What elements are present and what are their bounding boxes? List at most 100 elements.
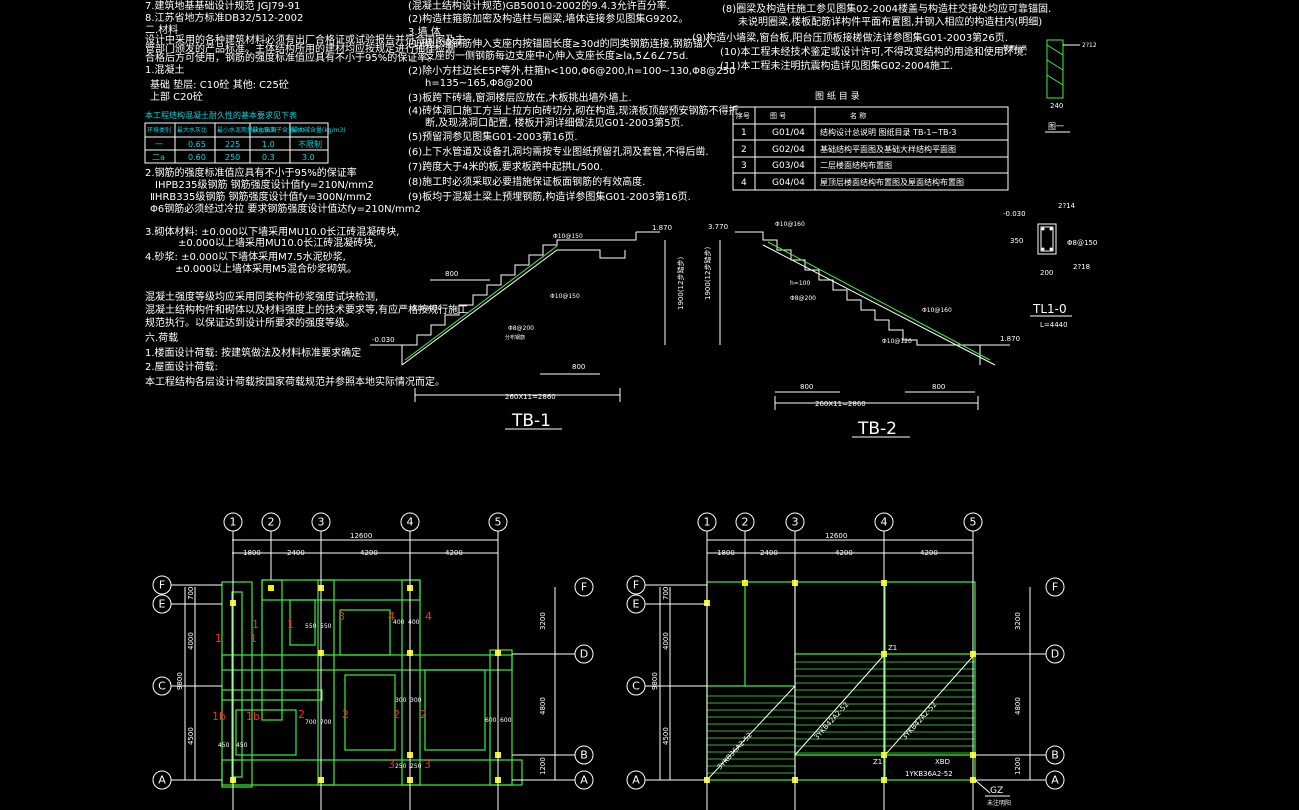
section-label: 1b [212,710,226,723]
slab-label: 1YKB36A2-52 [905,770,953,778]
dim-total: 12600 [825,532,847,540]
note-line: (9)板均于混凝土梁上预埋钢筋,构造详参图集G01-2003第16页. [408,190,691,203]
tb1-label: TB-1 [511,411,551,431]
tb2-elev-bottom: 1.870 [1000,335,1020,343]
tb2-rebar: Φ8@200 [790,295,816,302]
axis-label: F [633,579,639,592]
column-label: Z1 [873,758,882,766]
tl1-section: -0.030 2?14 Φ8@150 2?18 350 200 TL1-0 L=… [1003,202,1097,329]
table-header: 名 称 [850,111,866,120]
tb2-thick: h=100 [790,280,810,287]
tb2-dim: 800 [932,383,945,391]
note-line: (9)构造小墙梁,窗台板,阳台压顶板接槎做法详参图集G01-2003第26页. [692,31,1008,44]
note-line: 3.砌体材料: ±0.000以下墙采用MU10.0长江砖混凝砖块, [145,225,400,238]
axis-label: C [632,680,640,693]
table-cell: 结构设计总说明 图纸目录 TB-1~TB-3 [820,127,957,137]
detail-label: 图一 [1048,122,1064,131]
dim: 4800 [1014,697,1022,715]
note-line: (5)预留洞参见图集G01-2003第16页. [408,130,578,143]
dim: 3200 [1014,612,1022,630]
table-cell: G01/04 [772,128,805,138]
wall-dim: 250 [395,763,407,770]
note-line: 3.墙 体 [408,25,441,38]
table-header: 图 号 [770,112,786,120]
note-line: 支座的一侧钢筋每边支座中心伸入支座长度≥la,5∠6∠75d. [425,49,688,62]
note-line: (4)砖体洞口施工方当上拉方向砖切分,砌在构造,现浇板顶部预安钢筋不得折 [408,104,739,117]
section-label: 1 [215,632,222,645]
note-line: 规范执行。以保证达到设计所要求的强度等级。 [145,316,355,329]
axis-label: C [158,680,166,693]
table-cell: G04/04 [772,178,805,188]
tb2-label: TB-2 [857,419,897,439]
section-label: 4 [388,610,395,623]
note-line: 未说明圈梁,楼板配筋详构件平面布置图,并钢入相应的构造柱内(明细) [738,15,1042,28]
notes-right: (8)圈梁及构造柱施工参见图集02-2004楼盖与构造柱交接处均应可靠锚固. 未… [692,2,1051,72]
section-label: 2 [298,708,305,721]
wall-dim: 700 [305,719,317,726]
axis-label: 3 [792,516,799,529]
section-label: 3 [338,610,345,623]
plan-foundation: 12600 1800 2400 4200 4200 700 4000 4500 … [152,512,594,810]
wall-dim: 600 [500,717,512,724]
detail-dim: 2?12 [1082,42,1097,49]
section-label: 1b [246,710,260,723]
axis-label: A [580,774,588,787]
note-line: (8)施工时必须采取必要措施保证板面钢筋的有效高度. [408,175,645,188]
tb1-dim: 800 [445,270,458,278]
section-label: 2 [393,708,400,721]
note-line: 上部 C20砼 [150,90,203,103]
table-cell: 250 [225,153,240,162]
notes-middle: (混凝土结构设计规范)GB50010-2002的9.4.3允许百分率. (2)构… [408,0,739,203]
axis-label: 5 [495,516,502,529]
section-label: 1 [287,618,294,631]
note-line: 2.钢筋的强度标准值应具有不小于95%的保证率 [145,166,357,179]
section-label: 3 [424,758,431,771]
dim: 1200 [1014,757,1022,775]
wall-dim: 550 [305,623,317,630]
table-cell: 二层楼面结构布置图 [820,160,892,170]
dim: 1800 [243,549,261,557]
table-header: 最大碱含量(kg/m3) [292,126,346,134]
wall-dim: 400 [408,619,420,626]
note-line: (2)除小方柱边长E5P等外,柱箍h<100,Φ6@200,h=100~130,… [408,64,735,77]
tb2-rebar: Φ10@120 [882,338,912,345]
wall-dim: 450 [236,742,248,749]
note-line: 混凝土强度等级均应采用同类构件砂浆强度试块检测, [145,290,378,303]
wall-dim: 400 [393,619,405,626]
tb1-elev-bottom: -0.030 [372,336,395,344]
tl1-dim: 2?14 [1058,202,1076,210]
dim: 1800 [717,549,735,557]
wall-dim: 700 [320,719,332,726]
slab-label: 3YKB42A2-52 [901,701,939,742]
wall-dim: 450 [218,742,230,749]
axis-label: 5 [970,516,977,529]
note-line: Φ6钢筋必须经过冷拉 要求钢筋强度设计值达fy=210N/mm2 [150,202,421,215]
wall-dim: 300 [410,697,422,704]
note-line: ⅡHRB335级钢筋 钢筋强度设计值fy=300N/mm2 [150,190,372,203]
notes-left-2: 2.钢筋的强度标准值应具有不小于95%的保证率 ⅠHPB235级钢筋 钢筋强度设… [145,166,468,388]
note-line: 混凝土结构构件和砌体以及材料强度上的技术要求等,有应严格按规行施工 [145,303,468,316]
note-line: 设计中采用的各种建筑材料必须有出厂合格证或试验报告并符合国家及主 [145,33,465,46]
axis-label: 2 [268,516,275,529]
table-cell: 0.3 [262,153,275,162]
table-cell: G03/04 [772,161,805,171]
dim: 4500 [187,727,195,745]
axis-label: B [1051,749,1059,762]
note-line: 2.屋面设计荷载: [145,360,218,373]
tl1-dim: 2?18 [1073,263,1090,271]
table-cell: 225 [225,140,240,149]
note-line: 1.混凝土 [145,63,185,76]
stair-tb2: 3.770 1.870 Φ10@160 Φ8@200 Φ10@120 Φ10@1… [703,221,1020,439]
detail-dim: 240 [1050,102,1063,110]
table-header: 序号 [736,111,750,120]
note-line: ±0.000以上墙采用MU10.0长江砖混凝砖块, [178,236,376,249]
tb2-elev-top: 3.770 [708,223,728,231]
section-label: 4 [425,610,432,623]
wall-dim: 550 [320,623,332,630]
note-line: 二.材料 [145,23,178,36]
plan-floor: 12600 1800 2400 4200 4200 700 4000 4500 … [626,512,1065,810]
axis-label: B [580,749,588,762]
stair-tb1: -0.030 1.870 Φ10@150 Φ10@150 Φ10@150 Φ8@… [370,224,685,431]
dim: 1200 [539,757,547,775]
dim: 4200 [920,549,938,557]
